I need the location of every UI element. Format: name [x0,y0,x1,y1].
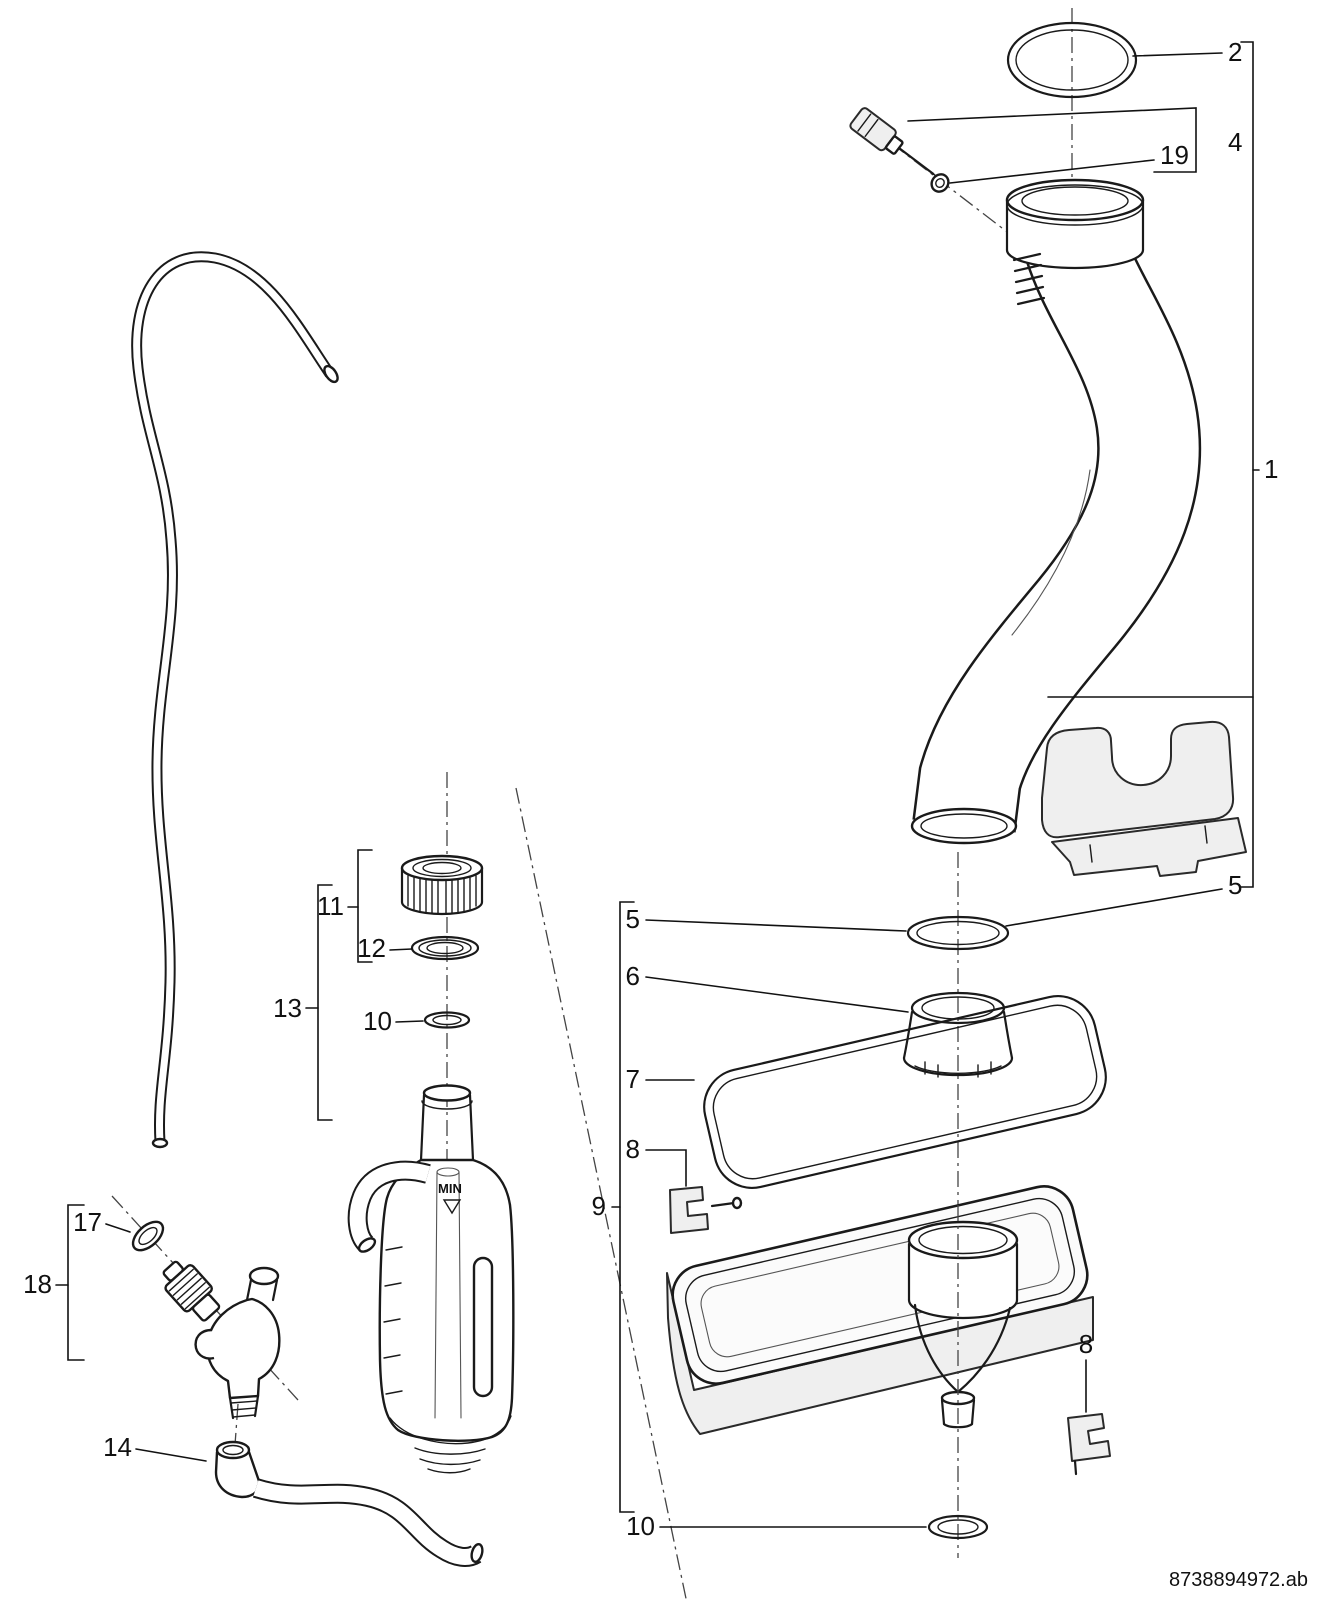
document-part-number: 8738894972.ab [1169,1569,1308,1591]
siphon-bottle: MIN [347,1084,515,1474]
callout-6: 6 [626,961,640,991]
sensor-grommet [930,173,950,193]
temperature-sensor [849,107,944,182]
min-marking: MIN [438,1181,462,1196]
pipe-grip-ribs [1012,252,1046,306]
callout-10-left: 10 [363,1006,392,1036]
callout-10-bottom: 10 [626,1511,655,1541]
retaining-clip-top [669,1186,743,1234]
callout-19: 19 [1160,140,1189,170]
callout-12: 12 [357,933,386,963]
callout-14: 14 [103,1432,132,1462]
callout-1: 1 [1264,454,1278,484]
callout-5-left: 5 [626,904,640,934]
siphon-pipe [910,178,1202,845]
retaining-clip-bottom [1067,1413,1111,1476]
callout-8-top: 8 [626,1134,640,1164]
tray-gasket [703,995,1107,1189]
cap-nut [400,854,484,916]
cap-seal-ring [410,935,480,961]
cap-knurling [407,875,477,914]
callout-17: 17 [73,1207,102,1237]
drain-hose-long [131,251,339,1149]
neck-o-ring [423,1011,471,1029]
pipe-gasket-ring [906,915,1010,951]
callout-18: 18 [23,1269,52,1299]
drain-seal-ring [927,1514,989,1540]
fill-valve-body [194,1266,281,1420]
callout-7: 7 [626,1064,640,1094]
condensate-tray [666,1185,1094,1435]
drain-elbow-hose [214,1440,484,1567]
mounting-bracket [1041,720,1247,877]
callouts: 2 4 19 1 5 5 6 7 8 9 10 8 11 12 13 10 17… [23,37,1278,1541]
callout-9: 9 [592,1191,606,1221]
callout-2: 2 [1228,37,1242,67]
top-seal-ring [1006,21,1138,99]
callout-4: 4 [1228,127,1242,157]
sealing-washer [131,1220,165,1252]
min-triangle-icon [442,1199,462,1215]
callout-8-bottom: 8 [1079,1329,1093,1359]
callout-5-right: 5 [1228,870,1242,900]
callout-13: 13 [273,993,302,1023]
leader-lines [55,41,1260,1528]
threaded-adapter [162,1260,221,1322]
callout-11: 11 [317,891,344,921]
